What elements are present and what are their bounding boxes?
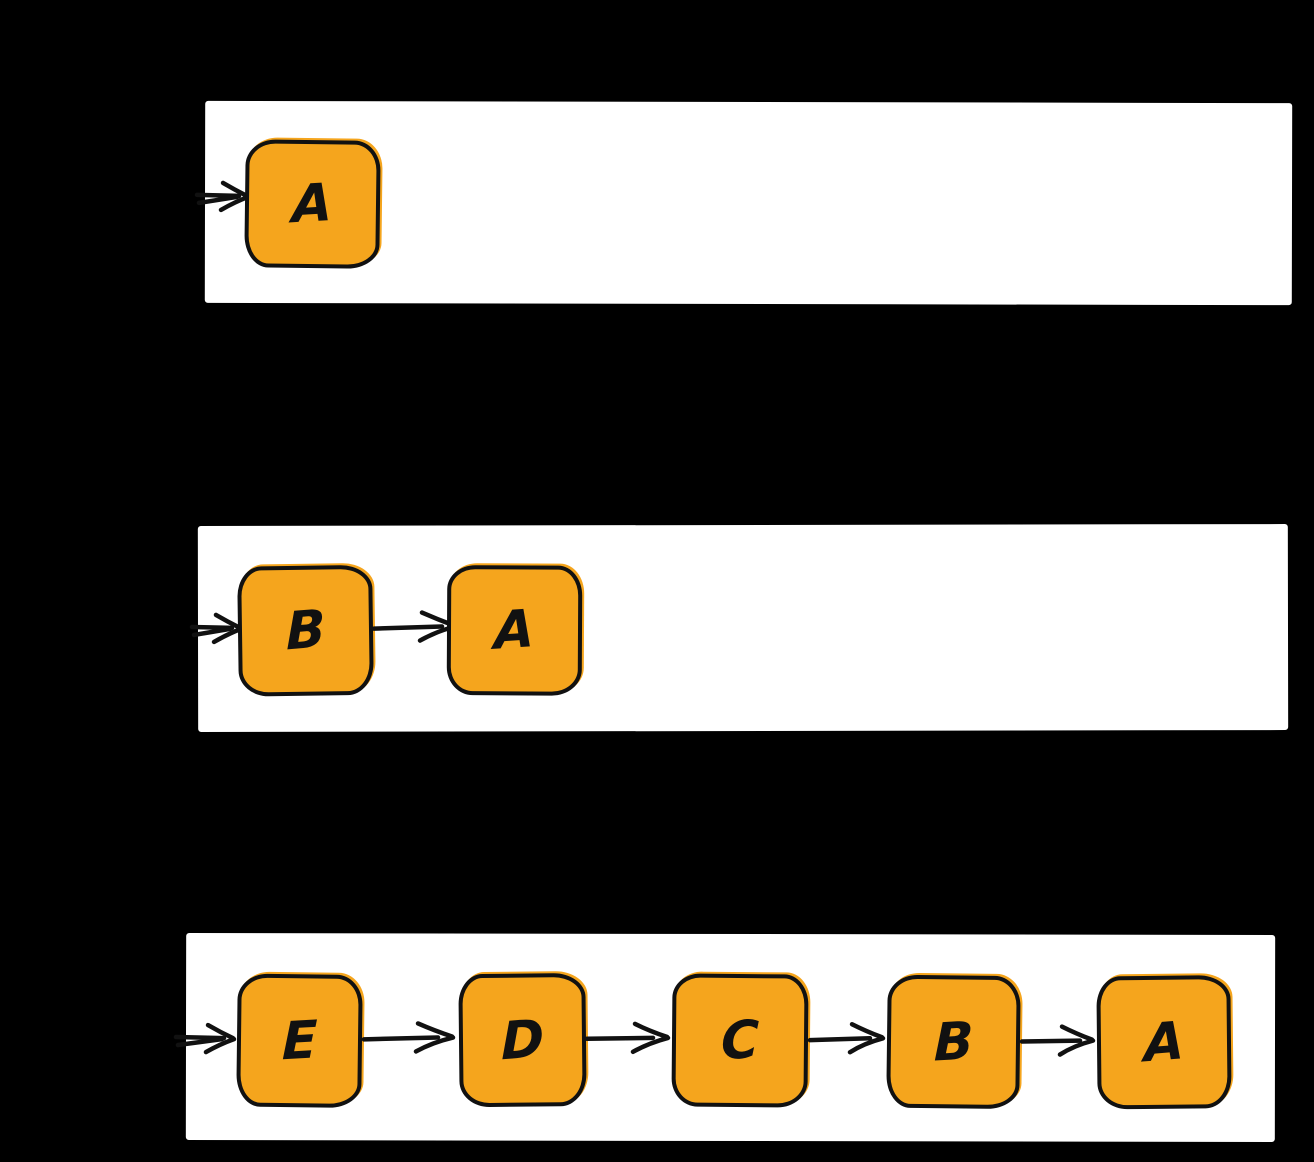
node-E: E: [236, 973, 363, 1109]
node-label: E: [281, 1009, 318, 1072]
node-A: A: [244, 139, 381, 269]
node-label: D: [500, 1008, 545, 1072]
next-arrow-icon: [361, 1021, 456, 1054]
node-A: A: [446, 565, 583, 696]
next-arrow-icon: [584, 1021, 671, 1055]
head-arrow-icon: [173, 1022, 237, 1055]
node-B: B: [886, 974, 1021, 1110]
next-arrow-icon: [807, 1021, 886, 1055]
node-B: B: [237, 564, 374, 697]
list-row-2: B A: [189, 524, 1289, 732]
list-row-3: E D C B A: [173, 933, 1276, 1142]
node-D: D: [458, 972, 587, 1108]
node-label: C: [720, 1009, 760, 1072]
node-label: A: [1143, 1010, 1185, 1074]
node-label: A: [494, 599, 535, 662]
node-A: A: [1096, 975, 1232, 1110]
node-label: A: [292, 172, 333, 236]
list-row-1: A: [194, 100, 1293, 306]
node-label: B: [933, 1010, 974, 1074]
node-C: C: [671, 973, 809, 1108]
node-label: B: [285, 599, 326, 663]
next-arrow-icon: [1019, 1024, 1096, 1057]
